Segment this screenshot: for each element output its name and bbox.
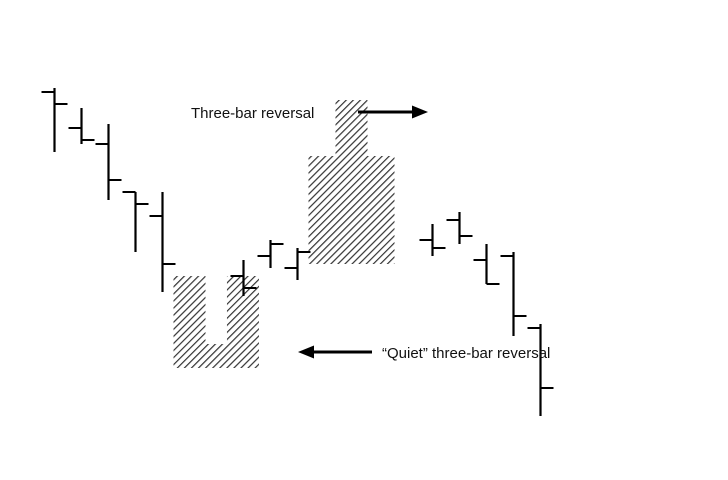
pattern-group-2 [308, 100, 395, 264]
annotation-2: “Quiet” three-bar reversal [298, 345, 550, 362]
annotation-label: “Quiet” three-bar reversal [382, 345, 550, 362]
ohlc-bar-6 [230, 260, 257, 296]
ohlc-bar-2 [68, 108, 95, 144]
ohlc-bar-11 [473, 244, 500, 285]
annotations: Three-bar reversal “Quiet” three-bar reve… [191, 105, 550, 362]
ohlc-bar-1 [41, 88, 68, 152]
ohlc-bar-10 [446, 212, 473, 244]
ohlc-bar-8 [284, 248, 311, 280]
arrow-head-icon [412, 105, 428, 119]
ohlc-bar-12 [500, 252, 527, 336]
hatched-bar-1 [308, 156, 341, 264]
hatched-bar-3 [362, 156, 395, 264]
pattern-group-1 [173, 276, 259, 368]
hatched-bar-2 [335, 100, 368, 264]
ohlc-bar-4 [122, 191, 149, 252]
price-bars [41, 88, 554, 416]
ohlc-bar-3 [95, 124, 122, 200]
ohlc-bar-5 [149, 192, 176, 292]
ohlc-bar-13 [527, 324, 554, 416]
annotation-1: Three-bar reversal [191, 105, 428, 122]
arrow-head-icon [298, 345, 314, 359]
ohlc-bar-9 [419, 224, 446, 256]
highlighted-patterns [173, 100, 395, 368]
ohlc-bar-7 [257, 240, 284, 268]
annotation-label: Three-bar reversal [191, 105, 314, 122]
hatched-bar-1 [173, 276, 206, 368]
